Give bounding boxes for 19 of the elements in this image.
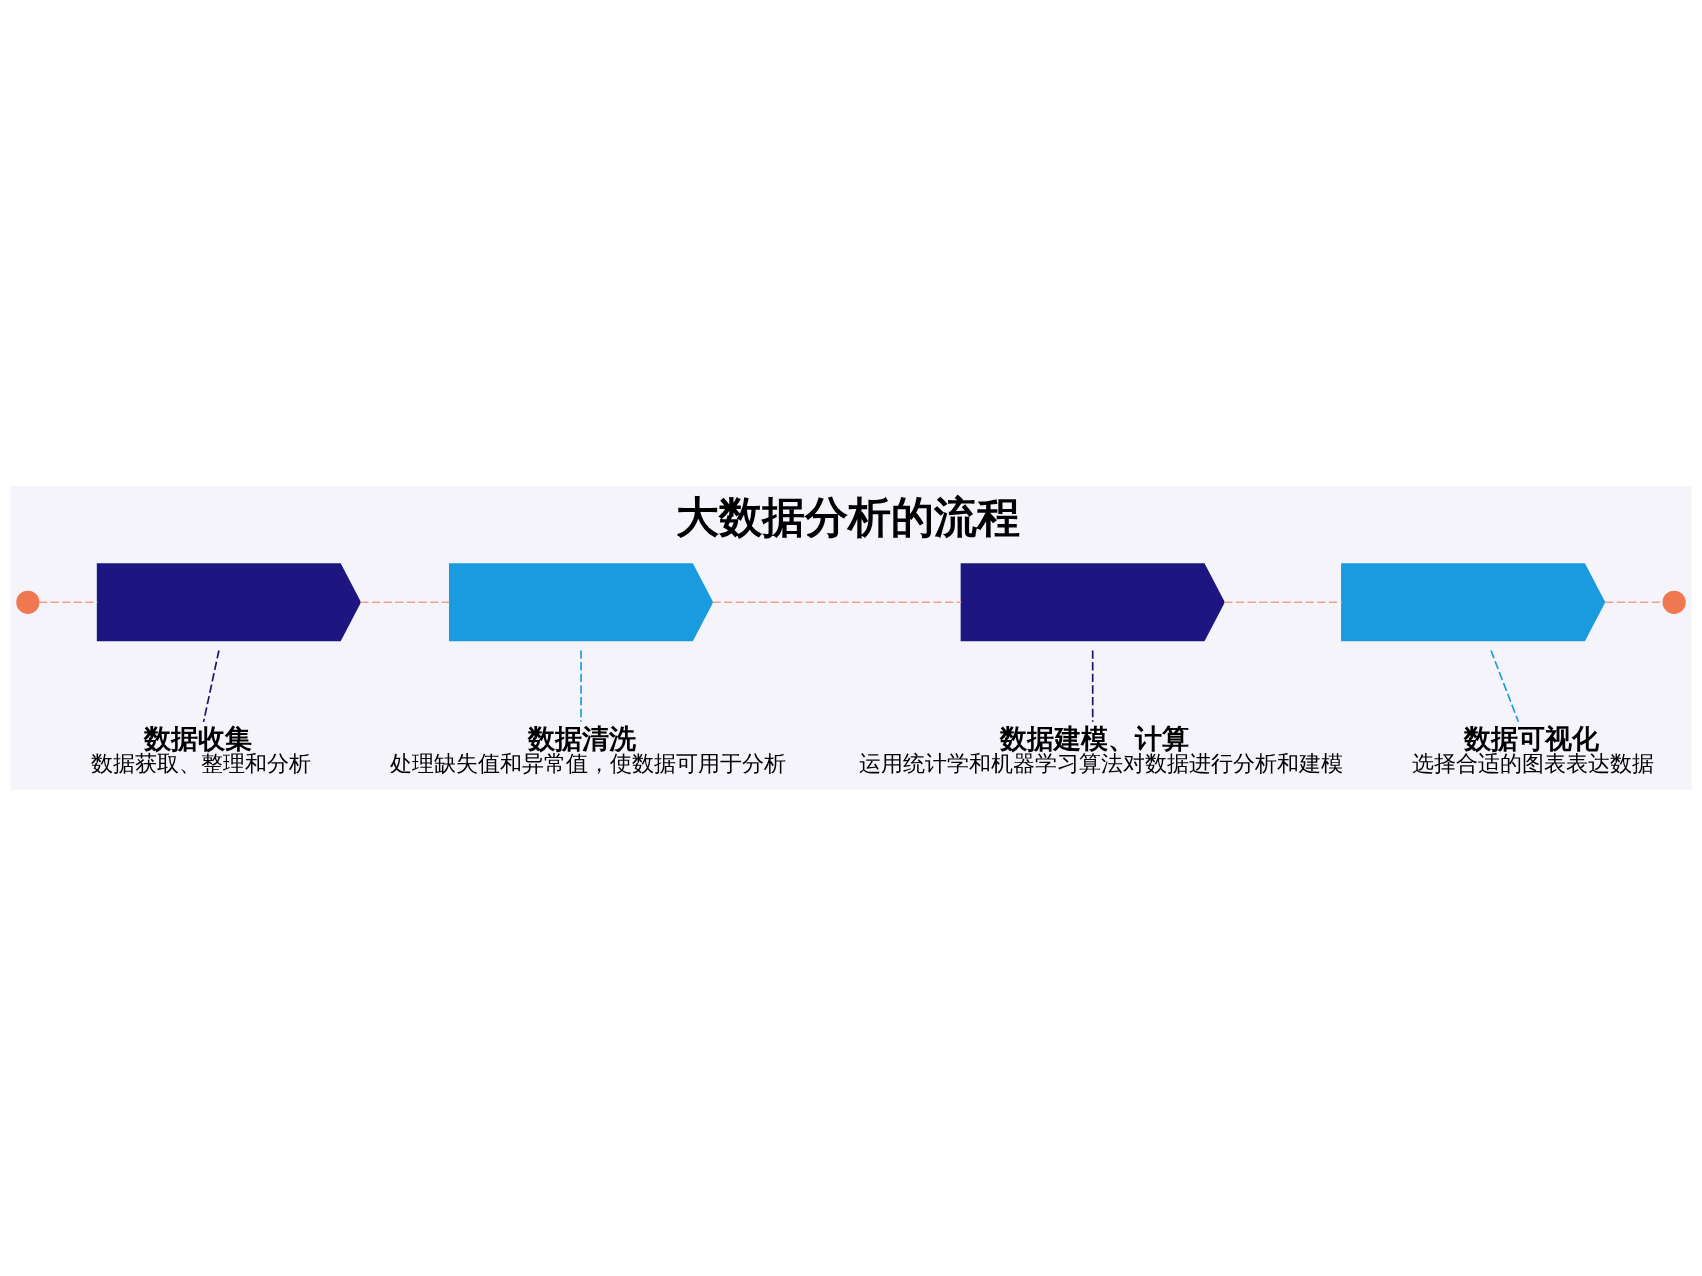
diagram-title: 大数据分析的流程 (675, 492, 1020, 543)
node-chevron (449, 563, 714, 642)
connector (359, 601, 451, 604)
node-text: 数据清洗 处理缺失值和异常值，使数据可用于分析 (390, 723, 787, 776)
node-chevron (1341, 563, 1606, 642)
connector (202, 649, 220, 723)
node-text: 数据可视化 选择合适的图表表达数据 (1412, 723, 1655, 776)
node-circle (16, 590, 40, 614)
node-chevron (960, 563, 1225, 642)
connector (1091, 649, 1094, 723)
connector (711, 601, 963, 604)
node-chevron (96, 563, 362, 642)
node-text: 数据建模、计算 运用统计学和机器学习算法对数据进行分析和建模 (859, 723, 1344, 776)
connector (38, 601, 99, 604)
connector (1490, 649, 1520, 723)
connector (1223, 601, 1343, 604)
node-circle (1662, 590, 1686, 614)
connector (580, 649, 582, 723)
node-text: 数据收集 数据获取、整理和分析 (91, 723, 311, 776)
